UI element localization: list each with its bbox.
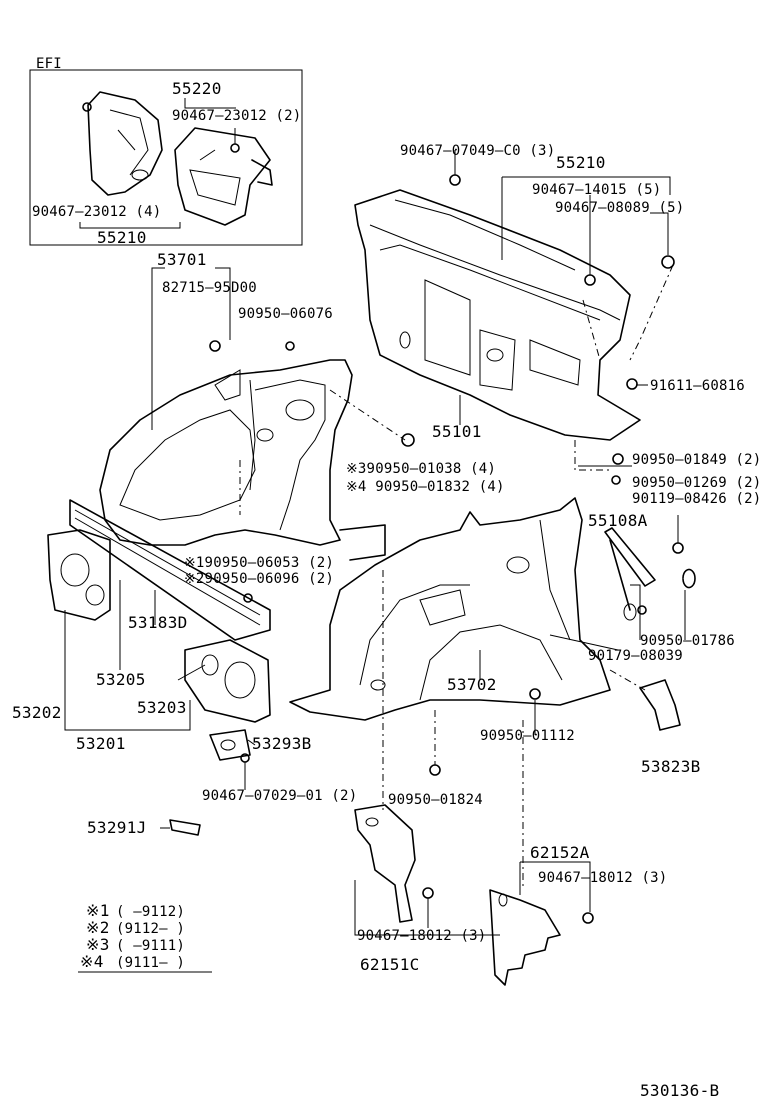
note-range: ( –9112): [116, 904, 185, 920]
label-91611-60816: 91611–60816: [650, 378, 745, 394]
cowl-panel: [354, 189, 641, 441]
efi-bracket-right: [174, 127, 271, 226]
efi-bolt-left-label: 90467–23012 (4): [32, 204, 161, 220]
fasteners: [209, 150, 675, 776]
note-mark: ※1: [86, 901, 110, 920]
radiator-support: [47, 499, 271, 836]
note-mark: ※4: [80, 952, 104, 971]
mudguard-seal: [639, 679, 681, 731]
label-82715-95d00: 82715–95D00: [162, 280, 257, 296]
label-62151c: 62151C: [360, 955, 420, 974]
notes-legend: ※1 ( –9112) ※2 (9112– ) ※3 ( –9111) ※4 (…: [78, 901, 212, 973]
label-90950-01038: ※390950–01038 (4): [346, 461, 496, 477]
label-90467-07049: 90467–07049–C0 (3): [400, 143, 555, 159]
diagram-id: 530136-B: [640, 1081, 719, 1100]
label-53823b: 53823B: [641, 757, 701, 776]
label-53293b: 53293B: [252, 734, 312, 753]
efi-inset: EFI 55220 90467–23012 (2) 90467–23012 (4…: [29, 56, 303, 247]
label-90467-14015: 90467–14015 (5): [532, 182, 661, 198]
label-55101: 55101: [432, 422, 482, 441]
inner-fender-right: [289, 497, 611, 721]
label-53203: 53203: [137, 698, 187, 717]
label-53202: 53202: [12, 703, 62, 722]
hood-brace: [604, 515, 696, 731]
efi-bracket-left: [87, 91, 163, 196]
label-53701: 53701: [157, 250, 207, 269]
note-range: ( –9111): [116, 938, 185, 954]
note-range: (9112– ): [116, 921, 185, 937]
note-mark: ※2: [86, 918, 110, 937]
label-90950-01112: 90950–01112: [480, 728, 575, 744]
note-range: (9111– ): [116, 955, 185, 971]
note-mark: ※3: [86, 935, 110, 954]
label-90950-01786: 90950–01786: [640, 633, 735, 649]
label-62152a: 62152A: [530, 843, 590, 862]
efi-top-part-label: 55220: [172, 79, 222, 98]
label-90467-08089: 90467–08089 (5): [555, 200, 684, 216]
label-53183d: 53183D: [128, 613, 188, 632]
label-90950-06076: 90950–06076: [238, 306, 333, 322]
label-90179-08039: 90179–08039: [588, 648, 683, 664]
label-55210: 55210: [556, 153, 606, 172]
label-53201: 53201: [76, 734, 126, 753]
efi-tag: EFI: [36, 56, 62, 72]
label-53291j: 53291J: [87, 818, 147, 837]
label-90950-01849: 90950–01849 (2): [632, 452, 760, 468]
label-90950-01824: 90950–01824: [388, 792, 483, 808]
label-53702: 53702: [447, 675, 497, 694]
label-90950-06096: ※290950–06096 (2): [184, 571, 334, 587]
label-90950-01269: 90950–01269 (2): [632, 475, 760, 491]
leader-lines: [64, 176, 686, 936]
efi-frame: [29, 69, 303, 246]
efi-leader: [184, 98, 236, 109]
label-90950-06053: ※190950–06053 (2): [184, 555, 334, 571]
efi-bottom-part-label: 55210: [97, 228, 147, 247]
label-90467-18012-a: 90467–18012 (3): [538, 870, 667, 886]
inner-fender-left: [99, 359, 386, 561]
label-90119-08426: 90119–08426 (2): [632, 491, 760, 507]
label-90467-07029: 90467–07029–01 (2): [202, 788, 357, 804]
label-53205: 53205: [96, 670, 146, 689]
efi-bolt-right-label: 90467–23012 (2): [172, 108, 301, 124]
part-labels: 53701 82715–95D00 90950–06076 90467–0704…: [12, 143, 760, 974]
label-55108a: 55108A: [588, 511, 648, 530]
label-90950-01832: ※4 90950–01832 (4): [346, 479, 505, 495]
efi-leader: [79, 222, 181, 229]
label-90467-18012-b: 90467–18012 (3): [357, 928, 486, 944]
